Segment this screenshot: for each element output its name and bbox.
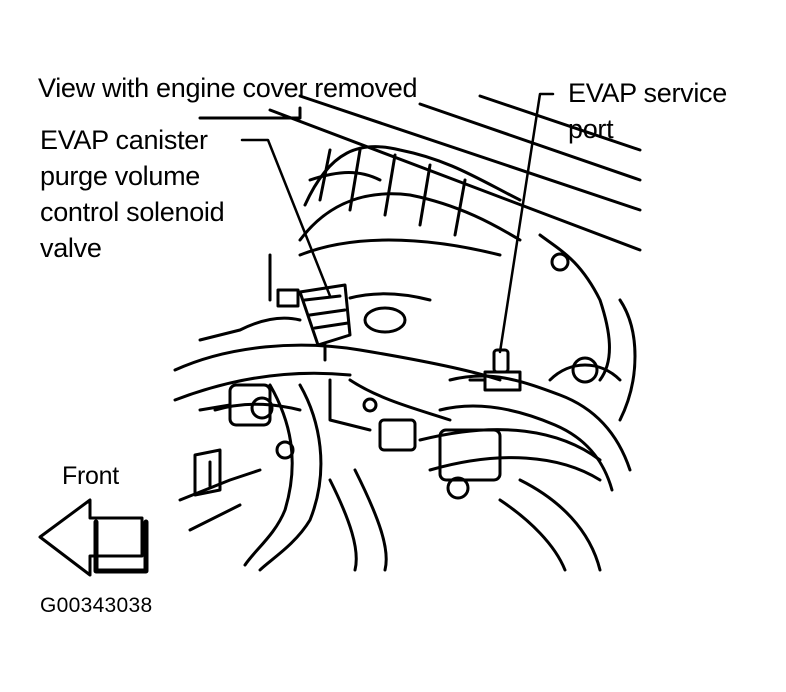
intake-manifold [268, 145, 522, 302]
service-port-callout: EVAP service port [568, 75, 727, 147]
service-port-callout-line: port [568, 114, 614, 144]
solenoid-callout-line: valve [40, 233, 102, 263]
left-arrow-icon [38, 498, 149, 577]
leader-lines [240, 92, 555, 354]
throttle-body [193, 378, 502, 500]
hood-edges [198, 94, 642, 252]
right-bracket [538, 233, 637, 422]
solenoid-callout-line: EVAP canister [40, 125, 208, 155]
figure-id: G00343038 [40, 594, 153, 617]
diagram-title: View with engine cover removed [38, 73, 418, 103]
solenoid-callout-line: control solenoid [40, 197, 225, 227]
solenoid-valve-drawing [276, 283, 432, 362]
solenoid-callout-line: purge volume [40, 161, 200, 191]
hoses [173, 316, 632, 572]
solenoid-callout: EVAP canister purge volume control solen… [40, 122, 225, 266]
service-port-callout-line: EVAP service [568, 78, 727, 108]
service-port-drawing [468, 348, 522, 392]
front-direction-label: Front [62, 462, 119, 490]
solenoid-leader-line [240, 138, 332, 298]
port-leader-line [498, 92, 555, 354]
